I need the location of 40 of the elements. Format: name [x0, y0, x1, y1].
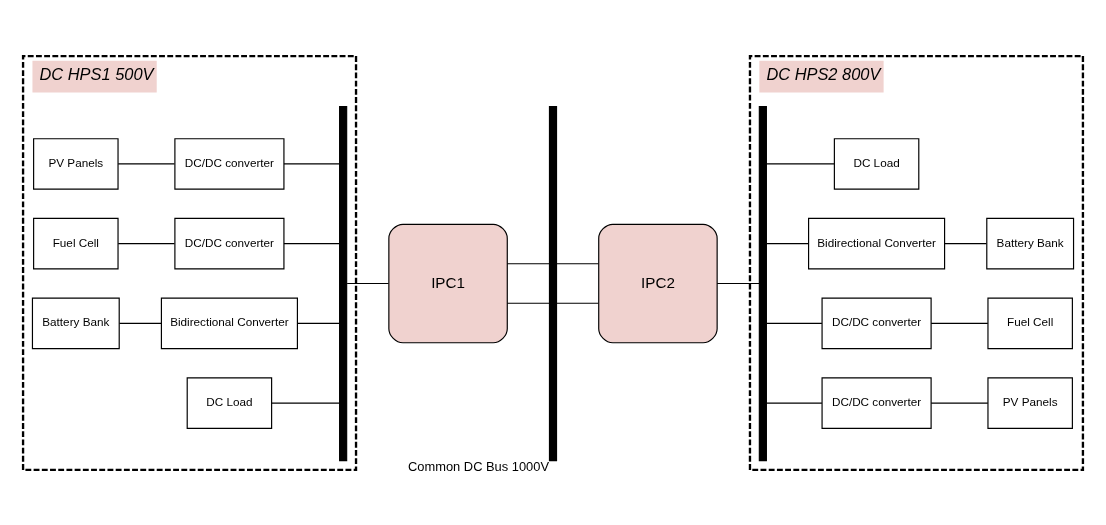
connector: [118, 322, 162, 324]
node-label: Common DC Bus 1000V: [408, 458, 550, 474]
node-box: DC Load: [833, 137, 920, 190]
node-box: DC Load: [186, 376, 273, 429]
connector: [117, 162, 176, 164]
node-box: IPC2: [598, 223, 718, 343]
connector: [283, 242, 340, 244]
node-box: Battery Bank: [986, 217, 1075, 269]
connector: [271, 402, 340, 404]
node-box: DC/DC converter: [174, 137, 285, 190]
connector: [930, 322, 989, 324]
connector: [766, 402, 823, 404]
node-box: PV Panels: [33, 137, 119, 190]
connector: [944, 242, 987, 244]
connector: [346, 282, 390, 284]
node-box: DC/DC converter: [821, 297, 932, 349]
node-bar: [758, 105, 767, 461]
connector: [930, 402, 989, 404]
node-box: Bidirectional Converter: [808, 217, 946, 269]
connector: [117, 242, 176, 244]
node-bar: [339, 105, 348, 461]
node-box: Fuel Cell: [987, 297, 1073, 349]
connector: [766, 162, 835, 164]
connector: [766, 322, 823, 324]
node-box: DC/DC converter: [821, 376, 932, 429]
node-box: Battery Bank: [31, 297, 120, 349]
connector: [766, 242, 809, 244]
node-box: Bidirectional Converter: [160, 297, 298, 349]
node-box: PV Panels: [987, 376, 1073, 429]
node-box: Fuel Cell: [33, 217, 119, 269]
connector: [506, 302, 550, 304]
connector: [716, 282, 760, 284]
connector: [556, 302, 599, 304]
node-box: DC/DC converter: [174, 217, 285, 269]
connector: [283, 162, 340, 164]
connector: [296, 322, 340, 324]
node-bar: [548, 105, 558, 461]
connector: [506, 262, 550, 264]
node-box: IPC1: [388, 223, 508, 343]
connector: [556, 262, 599, 264]
